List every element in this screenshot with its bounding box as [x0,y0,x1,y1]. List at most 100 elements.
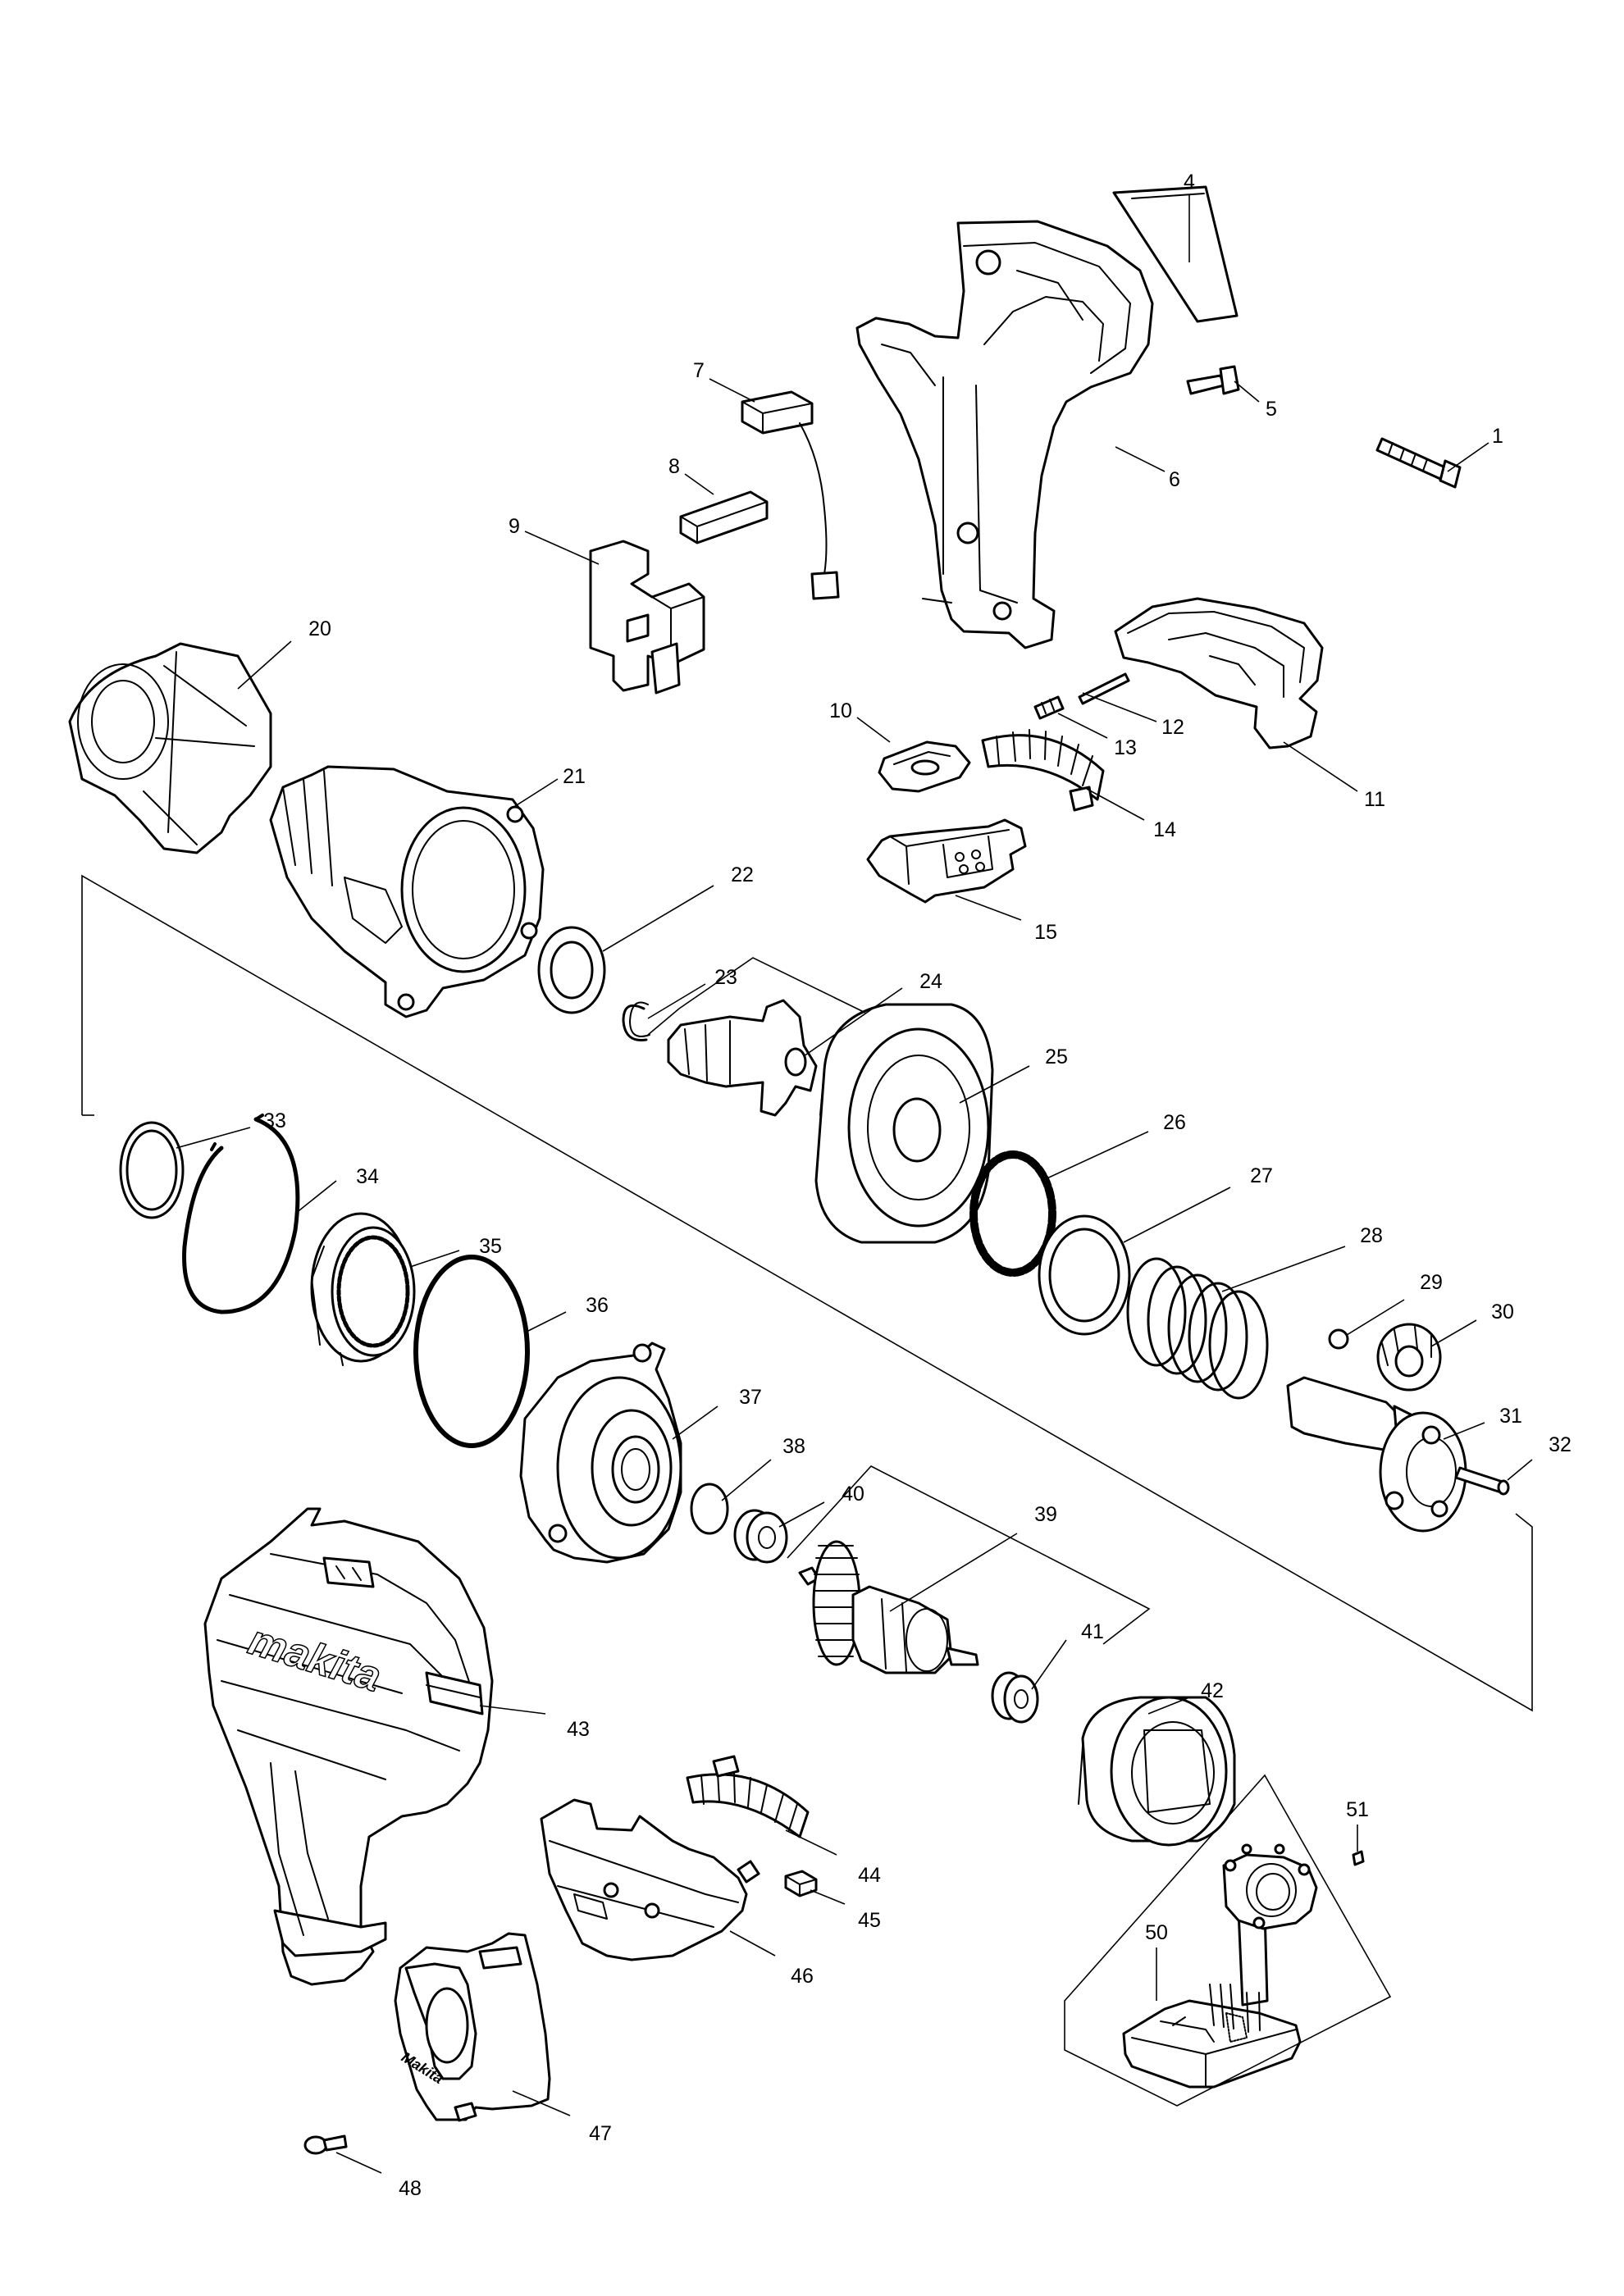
svg-text:23: 23 [714,966,737,989]
svg-text:10: 10 [829,699,852,722]
callout-40: 40 [778,1483,864,1528]
group-outlines [81,874,1533,2107]
part-41-ball-bearing [991,1671,1039,1724]
svg-text:4: 4 [1184,171,1195,194]
svg-text:47: 47 [589,2122,612,2145]
svg-text:37: 37 [739,1386,762,1409]
svg-text:34: 34 [356,1165,379,1188]
callout-41: 41 [1031,1620,1104,1690]
part-23-retaining-ring [622,1001,650,1042]
part-21-hammer-case [269,765,545,1018]
svg-text:26: 26 [1163,1111,1186,1134]
callout-38: 38 [721,1435,805,1501]
svg-text:35: 35 [479,1235,502,1258]
svg-text:40: 40 [842,1483,864,1506]
svg-text:45: 45 [858,1909,881,1932]
callout-28: 28 [1221,1224,1383,1292]
part-9-switch [589,540,705,695]
part-27-flat-washer [1038,1214,1131,1336]
svg-text:51: 51 [1346,1798,1369,1821]
callout-1: 1 [1447,425,1503,472]
part-10-button [878,740,971,793]
svg-text:9: 9 [509,515,520,538]
callout-42: 42 [1147,1679,1224,1715]
svg-text:24: 24 [919,970,942,993]
svg-text:15: 15 [1034,921,1057,944]
callout-14: 14 [1086,788,1176,841]
callout-12: 12 [1082,692,1184,739]
callout-37: 37 [672,1386,762,1440]
svg-text:29: 29 [1420,1271,1443,1294]
callout-47: 47 [512,2090,612,2145]
callout-51: 51 [1346,1798,1369,1852]
svg-text:38: 38 [782,1435,805,1458]
callout-30: 30 [1430,1301,1514,1347]
callout-8: 8 [668,455,714,495]
callout-29: 29 [1346,1271,1443,1336]
part-46-cover [540,1798,760,1961]
svg-text:21: 21 [563,765,586,788]
callout-10: 10 [829,699,891,743]
callout-24: 24 [803,970,942,1057]
part-34-retaining-ring [182,1114,300,1314]
callout-7: 7 [693,359,755,403]
part-50-controller [1122,1843,1318,2089]
callout-13: 13 [1057,713,1137,759]
callouts: 1 4 5 6 7 8 9 10 11 12 13 14 15 20 21 22… [176,171,1572,2200]
part-24-anvil [667,999,818,1117]
svg-text:43: 43 [567,1718,590,1741]
part-7-led-circuit [741,390,840,600]
svg-text:48: 48 [399,2177,422,2200]
part-36-o-ring [413,1255,530,1448]
part-26-steel-balls [969,1150,1056,1277]
callout-44: 44 [785,1829,881,1887]
svg-text:30: 30 [1491,1301,1514,1323]
part-8-switch-lever [679,490,769,544]
svg-text:25: 25 [1045,1046,1068,1068]
part-51-screw [1352,1850,1365,1866]
callout-21: 21 [512,765,586,809]
callout-22: 22 [602,863,754,952]
part-6-housing-half [855,220,1154,649]
svg-text:6: 6 [1169,468,1180,491]
part-15-terminal [866,818,1027,904]
callout-11: 11 [1283,741,1385,811]
svg-text:20: 20 [308,617,331,640]
callout-34: 34 [294,1165,379,1214]
part-45-stopper [784,1870,818,1897]
svg-text:11: 11 [1364,788,1385,811]
part-44-flat-cable [686,1755,810,1838]
part-37-gear-housing [519,1342,682,1564]
svg-text:31: 31 [1499,1405,1522,1428]
part-47-belt-clip: Makita [394,1932,551,2122]
part-32-pin [1454,1466,1510,1496]
svg-text:42: 42 [1201,1679,1224,1702]
part-39-rotor [798,1540,979,1674]
callout-48: 48 [335,2152,422,2200]
callout-15: 15 [955,895,1057,944]
svg-text:36: 36 [586,1294,609,1317]
part-22-washer [537,926,606,1014]
callout-4: 4 [1184,171,1195,262]
part-5-screw [1186,365,1240,395]
callout-36: 36 [524,1294,609,1333]
svg-text:44: 44 [858,1864,881,1887]
part-20-bumper [68,642,272,854]
callout-39: 39 [889,1503,1057,1612]
part-30-flat-washer [1376,1323,1442,1392]
svg-text:33: 33 [263,1109,286,1132]
callout-35: 35 [409,1235,502,1268]
part-48-screw [303,2134,348,2155]
part-13-compression-spring [1033,695,1065,720]
callout-9: 9 [509,515,600,565]
part-43-motor-housing: makita [203,1507,494,1986]
callout-26: 26 [1041,1111,1186,1182]
svg-text:39: 39 [1034,1503,1057,1526]
part-12-spring-pin [1078,672,1130,705]
svg-text:8: 8 [668,455,680,478]
svg-text:12: 12 [1161,716,1184,739]
part-1-long-screw [1375,437,1462,489]
part-33-ring [119,1121,185,1219]
part-14-flat-cable [981,729,1105,812]
